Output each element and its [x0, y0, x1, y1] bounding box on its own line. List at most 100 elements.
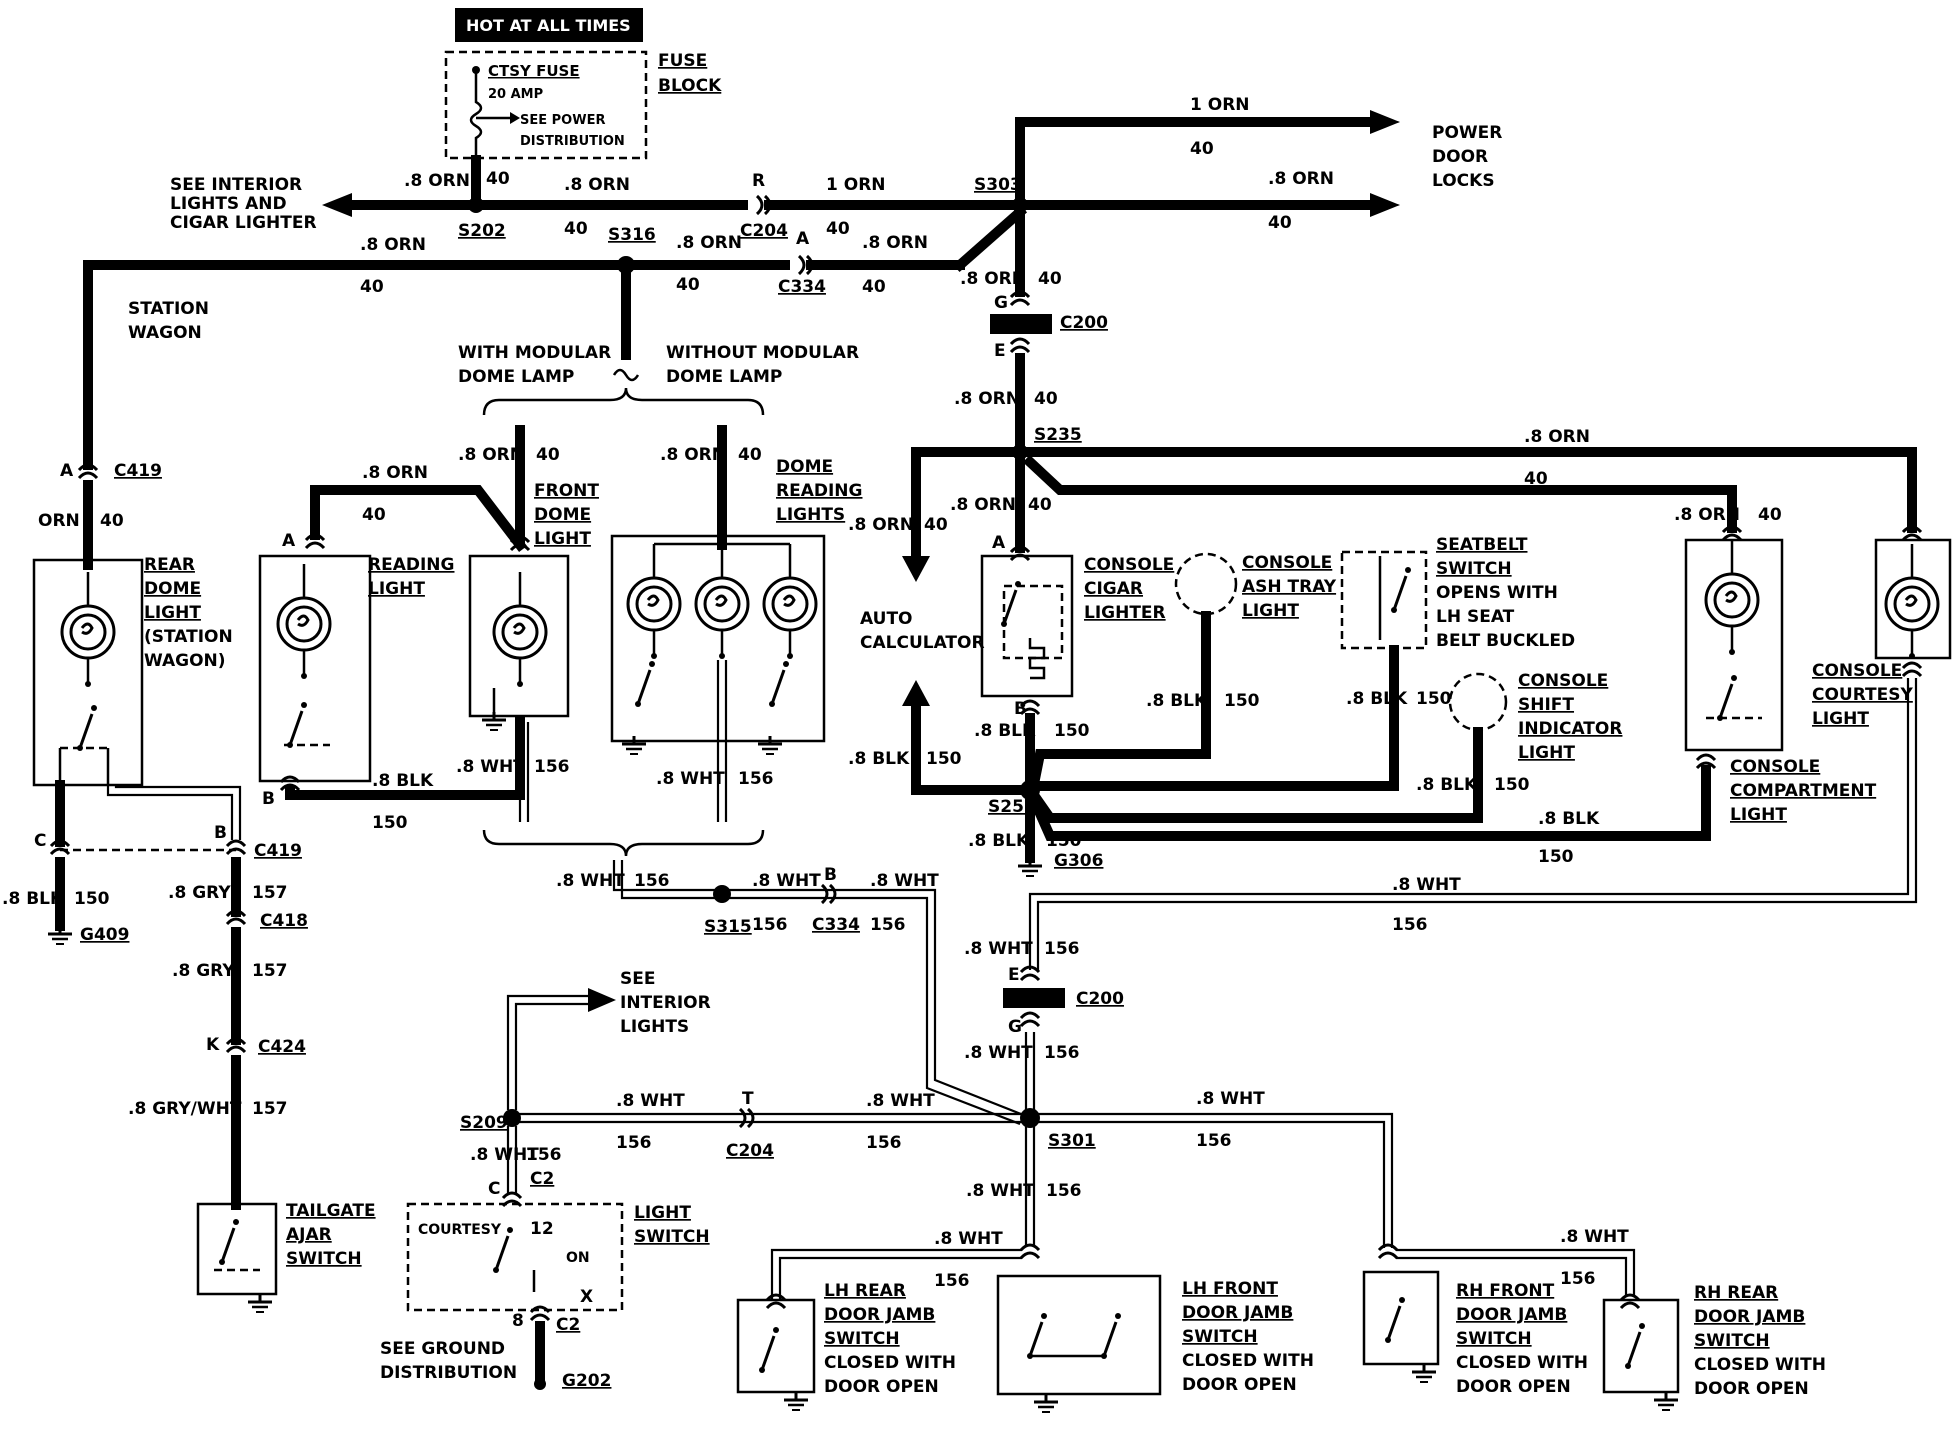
svg-text:.8 ORN: .8 ORN	[950, 495, 1016, 515]
svg-text:156: 156	[1392, 915, 1428, 935]
svg-text:LIGHT: LIGHT	[634, 1203, 691, 1223]
svg-text:156: 156	[1044, 1043, 1080, 1063]
svg-text:S202: S202	[458, 221, 506, 241]
svg-text:.8 WHT: .8 WHT	[752, 871, 821, 891]
svg-text:40: 40	[360, 277, 384, 297]
svg-text:DOOR OPEN: DOOR OPEN	[824, 1377, 939, 1397]
svg-text:.8 BLK: .8 BLK	[1346, 689, 1408, 709]
svg-text:.8 ORN: .8 ORN	[954, 389, 1020, 409]
wire-reading	[310, 485, 528, 553]
svg-text:C200: C200	[1060, 313, 1108, 333]
svg-text:.8 WHT: .8 WHT	[1392, 875, 1461, 895]
svg-text:FRONT: FRONT	[534, 481, 599, 501]
svg-text:40: 40	[676, 275, 700, 295]
svg-text:A: A	[796, 229, 810, 249]
svg-text:.8 ORN: .8 ORN	[1524, 427, 1590, 447]
svg-text:AUTO: AUTO	[860, 609, 913, 629]
svg-text:SWITCH: SWITCH	[1456, 1329, 1532, 1349]
svg-text:.8 WHT: .8 WHT	[470, 1145, 539, 1165]
svg-text:LIGHT: LIGHT	[144, 603, 201, 623]
svg-text:.8 BLK: .8 BLK	[2, 889, 64, 909]
rh-rear-door-jamb-switch-box	[1602, 1298, 1680, 1394]
svg-text:.8 WHT: .8 WHT	[870, 871, 939, 891]
hot-label-box	[455, 8, 643, 42]
shift-indicator-light-icon	[1448, 672, 1508, 732]
svg-text:LH REAR: LH REAR	[824, 1281, 906, 1301]
svg-text:COMPARTMENT: COMPARTMENT	[1730, 781, 1877, 801]
svg-text:1 ORN: 1 ORN	[826, 175, 886, 195]
svg-text:.8 ORN: .8 ORN	[848, 515, 914, 535]
svg-text:.8 ORN: .8 ORN	[1674, 505, 1740, 525]
svg-text:150: 150	[1054, 721, 1090, 741]
svg-text:40: 40	[536, 445, 560, 465]
svg-text:40: 40	[1038, 269, 1062, 289]
see-power: SEE POWER	[520, 113, 605, 128]
svg-text:COURTESY: COURTESY	[1812, 685, 1914, 705]
option-bracket	[482, 387, 765, 416]
svg-text:.8 ORN: .8 ORN	[360, 235, 426, 255]
svg-text:156: 156	[616, 1133, 652, 1153]
svg-text:LIGHTS: LIGHTS	[776, 505, 845, 525]
svg-text:AJAR: AJAR	[286, 1225, 332, 1245]
svg-text:.8 ORN: .8 ORN	[1268, 169, 1334, 189]
svg-text:DOME: DOME	[144, 579, 201, 599]
svg-text:B: B	[214, 823, 227, 843]
svg-text:.8 WHT: .8 WHT	[964, 1043, 1033, 1063]
svg-text:WITH MODULAR: WITH MODULAR	[458, 343, 611, 363]
svg-text:40: 40	[1758, 505, 1782, 525]
rear-dome-light-box	[32, 558, 144, 787]
svg-text:WAGON): WAGON)	[144, 651, 226, 671]
svg-text:LIGHT: LIGHT	[1730, 805, 1787, 825]
svg-text:DOOR JAMB: DOOR JAMB	[824, 1305, 935, 1325]
svg-text:A: A	[992, 533, 1006, 553]
svg-text:40: 40	[1524, 469, 1548, 489]
splice-s202	[468, 197, 484, 213]
svg-text:40: 40	[1028, 495, 1052, 515]
arrow-down-icon	[902, 556, 930, 582]
arrow-right-icon	[1370, 110, 1400, 134]
svg-text:156: 156	[1196, 1131, 1232, 1151]
light-switch-box	[406, 1202, 624, 1312]
svg-text:C419: C419	[254, 841, 302, 861]
svg-text:LIGHTS: LIGHTS	[620, 1017, 689, 1037]
svg-text:LIGHTS AND: LIGHTS AND	[170, 194, 287, 214]
svg-text:S316: S316	[608, 225, 656, 245]
svg-text:DOME LAMP: DOME LAMP	[666, 367, 782, 387]
svg-text:.8 ORN: .8 ORN	[676, 233, 742, 253]
svg-text:CLOSED WITH: CLOSED WITH	[824, 1353, 956, 1373]
svg-text:.8 ORN: .8 ORN	[362, 463, 428, 483]
wire-wht-s315	[612, 860, 1027, 1118]
svg-text:.8 BLK: .8 BLK	[848, 749, 910, 769]
svg-text:.8 WHT: .8 WHT	[966, 1181, 1035, 1201]
svg-text:.8 BLK: .8 BLK	[372, 771, 434, 791]
fuse-label: CTSY FUSE	[488, 62, 580, 80]
svg-text:DOOR: DOOR	[1432, 147, 1488, 167]
svg-text:C204: C204	[740, 221, 788, 241]
svg-text:C2: C2	[530, 1169, 554, 1189]
wire-s316-s303-diag	[952, 204, 1028, 273]
wire-compartment-blk	[1027, 765, 1711, 841]
svg-text:SWITCH: SWITCH	[634, 1227, 710, 1247]
wire-calc-blk	[911, 701, 1035, 795]
tailgate-ajar-switch-box	[196, 1202, 278, 1296]
svg-text:CIGAR: CIGAR	[1084, 579, 1143, 599]
svg-text:G306: G306	[1054, 851, 1103, 871]
svg-text:CONSOLE: CONSOLE	[1812, 661, 1902, 681]
svg-text:READING: READING	[776, 481, 862, 501]
fuse-amp: 20 AMP	[488, 87, 543, 102]
svg-text:SWITCH: SWITCH	[1436, 559, 1512, 579]
svg-text:.8 WHT: .8 WHT	[616, 1091, 685, 1111]
connector-c200-top	[990, 314, 1052, 334]
svg-text:COURTESY: COURTESY	[418, 1222, 502, 1238]
wire-s301-right	[1030, 1112, 1394, 1248]
svg-text:DOOR JAMB: DOOR JAMB	[1456, 1305, 1567, 1325]
svg-text:INTERIOR: INTERIOR	[620, 993, 711, 1013]
lh-front-door-jamb-switch-box	[996, 1274, 1162, 1396]
svg-text:TAILGATE: TAILGATE	[286, 1201, 376, 1221]
svg-text:S209: S209	[460, 1113, 508, 1133]
svg-text:.8 WHT: .8 WHT	[1196, 1089, 1265, 1109]
svg-text:LIGHT: LIGHT	[1242, 601, 1299, 621]
svg-text:C334: C334	[778, 277, 826, 297]
svg-text:SEE: SEE	[620, 969, 655, 989]
